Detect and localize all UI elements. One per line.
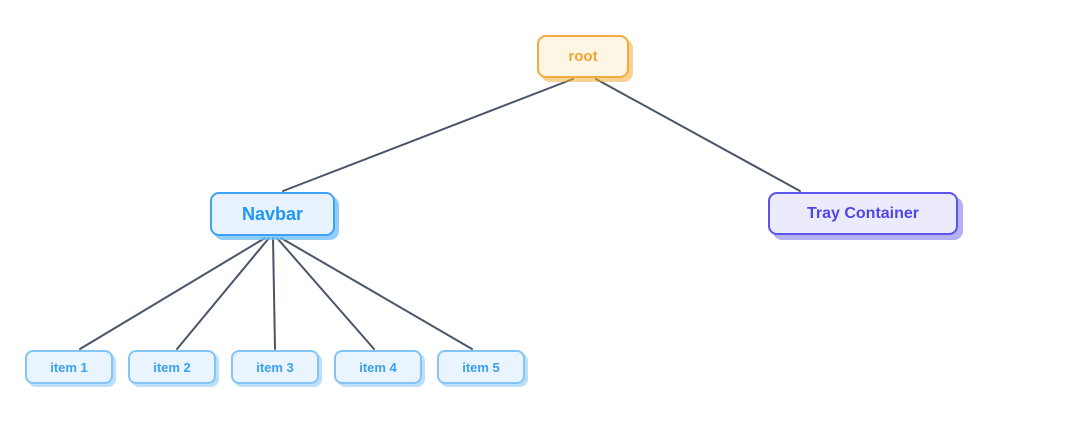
node-root-label: root <box>568 48 598 65</box>
node-item-4-label: item 4 <box>359 359 397 375</box>
node-item-4[interactable]: item 4 <box>334 350 422 384</box>
node-item-5-label: item 5 <box>462 359 500 375</box>
node-item-2[interactable]: item 2 <box>128 350 216 384</box>
node-tray-container-label: Tray Container <box>806 204 920 222</box>
edge-navbar-to-item-2 <box>176 237 270 350</box>
edge-group <box>79 78 801 350</box>
node-item-3-label: item 3 <box>256 359 294 375</box>
node-root[interactable]: root <box>537 35 629 78</box>
edge-navbar-to-item-4 <box>276 237 375 350</box>
node-navbar[interactable]: Navbar <box>210 192 335 236</box>
node-item-2-label: item 2 <box>153 359 191 375</box>
node-item-1[interactable]: item 1 <box>25 350 113 384</box>
node-navbar-label: Navbar <box>241 204 304 224</box>
edge-root-to-tray-container <box>595 78 801 192</box>
edge-root-to-navbar <box>282 78 574 192</box>
edge-navbar-to-item-1 <box>79 237 266 350</box>
node-item-1-label: item 1 <box>50 359 88 375</box>
edge-navbar-to-item-5 <box>280 237 473 350</box>
node-tray-container[interactable]: Tray Container <box>768 192 958 235</box>
node-item-3[interactable]: item 3 <box>231 350 319 384</box>
edge-navbar-to-item-3 <box>272 237 276 350</box>
node-item-5[interactable]: item 5 <box>437 350 525 384</box>
